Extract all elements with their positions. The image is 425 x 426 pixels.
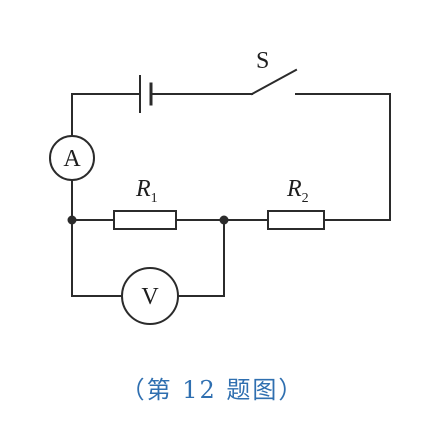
resistor-r1-body <box>113 210 177 230</box>
resistor-r2-label: R2 <box>286 176 309 206</box>
ammeter-symbol: A <box>49 135 95 181</box>
resistor-r1-symbol: R <box>135 176 151 202</box>
switch-symbol: S <box>250 48 298 96</box>
switch-label: S <box>256 48 269 74</box>
main-loop-wires <box>71 93 391 221</box>
ammeter-circle <box>49 135 95 181</box>
ammeter-label: A <box>63 146 81 172</box>
resistor-r1-label: R1 <box>135 176 158 206</box>
voltmeter-circle <box>121 267 179 325</box>
resistor-r2-symbol: R <box>286 176 302 202</box>
resistor-r2-subscript: 2 <box>302 191 309 206</box>
voltmeter-label: V <box>141 284 159 310</box>
resistor-r1: R1 <box>113 176 177 230</box>
wire-voltmeter-right <box>177 219 225 297</box>
resistor-r1-subscript: 1 <box>151 191 158 206</box>
voltmeter-symbol: V <box>121 267 179 325</box>
resistor-r2: R2 <box>267 176 325 230</box>
wire-switch-to-r2 <box>295 93 391 221</box>
wire-top-left <box>71 93 141 137</box>
voltmeter-branch-wires <box>71 219 225 297</box>
wire-voltmeter-left <box>71 219 123 297</box>
junction-node-left <box>67 215 77 225</box>
battery-symbol <box>139 75 153 113</box>
resistor-r2-body <box>267 210 325 230</box>
junction-node-right <box>219 215 229 225</box>
switch-blade <box>250 68 298 96</box>
figure-caption: （第 12 题图） <box>120 376 305 404</box>
